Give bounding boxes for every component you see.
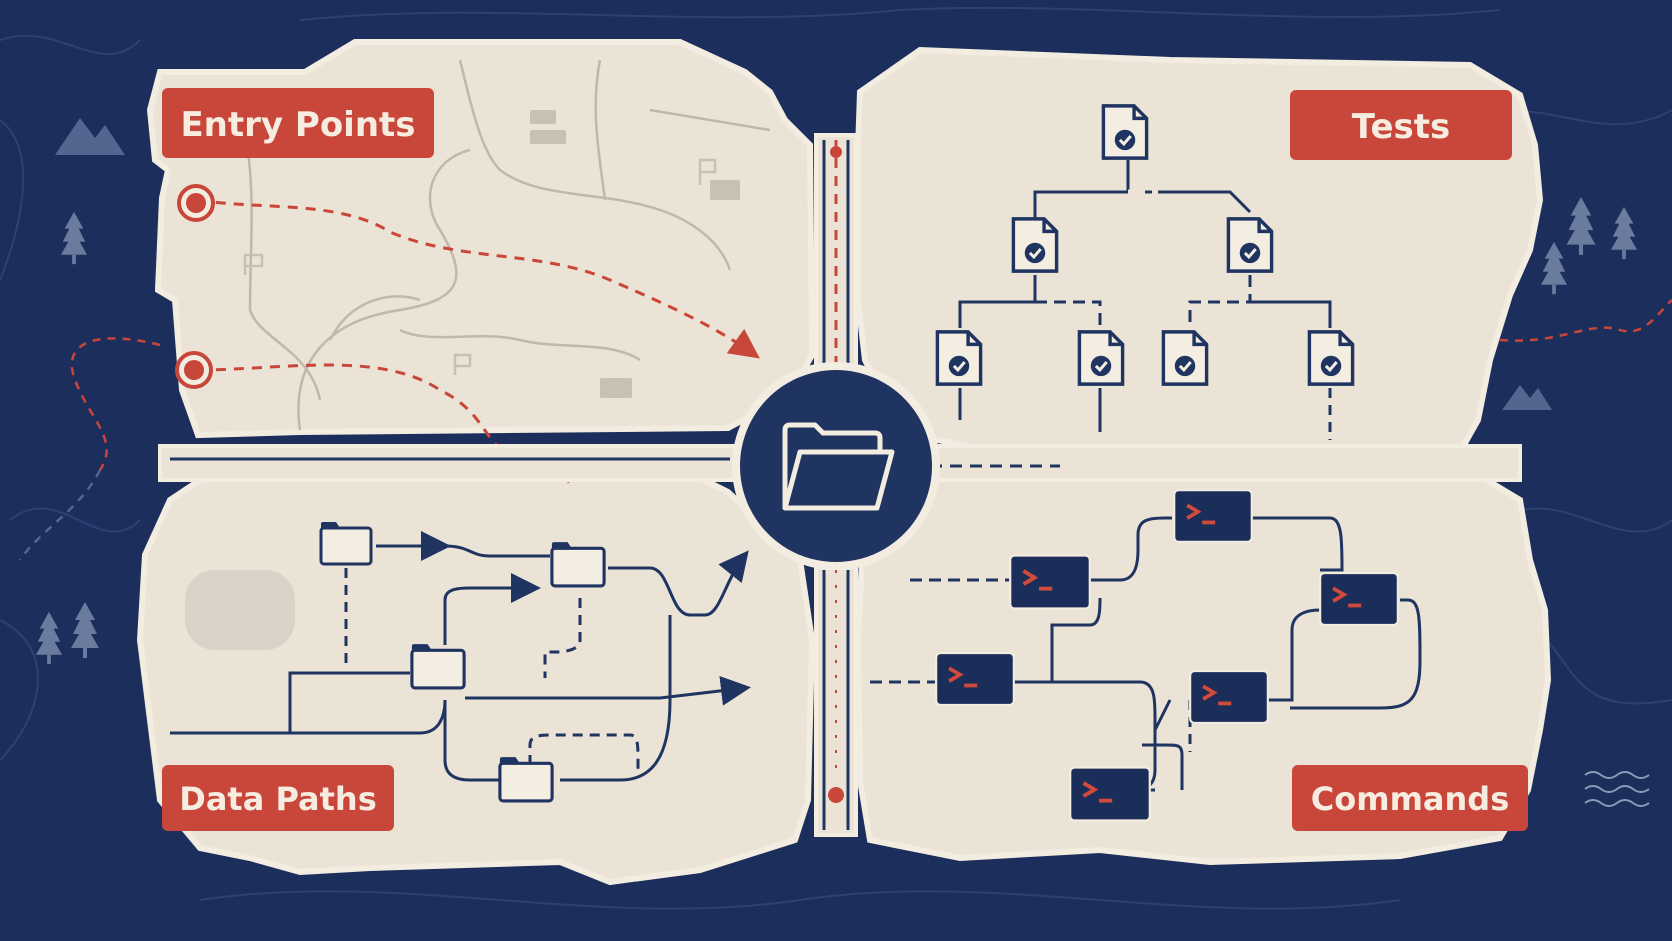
test-file-check-icon[interactable] — [1307, 330, 1355, 386]
test-tree-lines — [958, 160, 1332, 440]
label-entry-points: Entry Points — [162, 88, 434, 158]
terminal-icon[interactable] — [1318, 571, 1400, 627]
label-commands: Commands — [1292, 765, 1528, 831]
label-text: Data Paths — [179, 780, 377, 818]
map-smudge — [185, 570, 295, 650]
test-file-check-icon[interactable] — [1161, 330, 1209, 386]
command-path-lines — [870, 516, 1422, 792]
entry-point-marker-icon[interactable] — [175, 351, 213, 389]
map-flag-icon — [243, 158, 717, 375]
terminal-icon[interactable] — [934, 651, 1016, 707]
test-file-check-icon[interactable] — [1011, 217, 1059, 273]
label-text: Tests — [1352, 107, 1450, 147]
label-text: Entry Points — [180, 105, 415, 145]
test-file-check-icon[interactable] — [1077, 330, 1125, 386]
map-building-icon — [530, 110, 740, 398]
central-hub[interactable] — [732, 362, 940, 570]
water-waves-icon — [1584, 771, 1650, 807]
test-file-check-icon[interactable] — [935, 330, 983, 386]
mountain-icon — [55, 118, 1552, 410]
label-tests: Tests — [1290, 90, 1512, 160]
folder-icon[interactable] — [550, 540, 606, 588]
map-roads — [228, 59, 771, 431]
test-file-check-icon[interactable] — [1226, 217, 1274, 273]
terminal-icon[interactable] — [1188, 669, 1270, 725]
entry-point-marker-icon[interactable] — [177, 184, 215, 222]
background-trail — [18, 299, 1672, 561]
folder-icon[interactable] — [319, 520, 373, 566]
terminal-icon[interactable] — [1008, 553, 1092, 611]
terminal-icon[interactable] — [1068, 765, 1152, 823]
data-path-lines — [170, 531, 751, 782]
folder-icon[interactable] — [498, 755, 554, 803]
test-file-check-icon[interactable] — [1101, 104, 1149, 160]
label-text: Commands — [1311, 780, 1509, 818]
folder-icon[interactable] — [410, 642, 466, 690]
terminal-icon[interactable] — [1172, 488, 1254, 544]
label-data-paths: Data Paths — [162, 765, 394, 831]
